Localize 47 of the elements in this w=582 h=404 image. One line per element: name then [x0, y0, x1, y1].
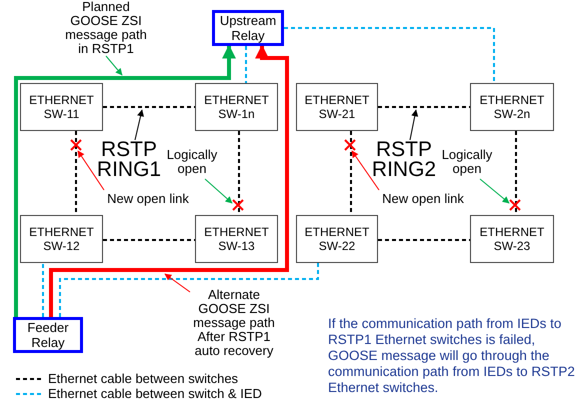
ring-label: RSTP RING2: [372, 140, 436, 180]
ethernet-switch-box: ETHERNET SW-22: [296, 215, 378, 263]
cable-line: [42, 263, 44, 317]
leader-arrow: [164, 274, 190, 292]
legend-text: Ethernet cable between switches: [48, 371, 238, 386]
callout-text: Planned GOOSE ZSI message path in RSTP1: [62, 0, 150, 56]
note-text: If the communication path from IEDs to RSTP1 Ethernet switches is failed, GOOSE message will go through the communication path from IEDs to RSTP2 Ethernet switches.: [328, 316, 576, 396]
leader-arrow: [204, 178, 233, 204]
cable-line: [245, 46, 247, 83]
cable-line: [238, 131, 240, 215]
cable-line: [103, 239, 195, 241]
ethernet-switch-box: ETHERNET SW-13: [195, 215, 278, 263]
ethernet-switch-box: ETHERNET SW-21: [296, 83, 378, 131]
cable-line: [103, 106, 195, 108]
open-link-x-mark: [344, 139, 356, 151]
ethernet-switch-box: ETHERNET SW-1n: [195, 83, 278, 131]
ethernet-switch-box: ETHERNET SW-2n: [470, 83, 554, 131]
leader-arrow: [410, 109, 418, 140]
callout-text: New open link: [375, 190, 471, 207]
callout-text: Logically open: [435, 145, 499, 179]
cable-line: [75, 131, 77, 215]
open-link-x-mark: [232, 199, 244, 211]
cable-line: [515, 131, 517, 215]
callout-text: Logically open: [160, 145, 224, 179]
cable-line: [284, 27, 495, 83]
cable-line: [378, 106, 470, 108]
leader-arrow: [480, 178, 510, 204]
ring-label: RSTP RING1: [98, 140, 160, 180]
ethernet-switch-box: ETHERNET SW-23: [470, 215, 554, 263]
open-link-x-mark: [509, 199, 521, 211]
leader-arrow: [352, 150, 380, 190]
cable-line: [350, 131, 352, 215]
cable-line: [59, 263, 319, 317]
cable-line: [378, 239, 470, 241]
message-path-arrow: [49, 44, 289, 317]
leader-arrow: [78, 150, 104, 190]
leader-arrow: [106, 56, 122, 76]
relay-box: Upstream Relay: [212, 10, 284, 46]
relay-box: Feeder Relay: [13, 317, 83, 353]
message-path-arrow: [14, 44, 236, 317]
callout-text: New open link: [100, 190, 196, 207]
ethernet-switch-box: ETHERNET SW-12: [20, 215, 103, 263]
open-link-x-mark: [70, 139, 82, 151]
legend-text: Ethernet cable between switch & IED: [48, 386, 262, 401]
leader-arrow: [134, 109, 144, 140]
ethernet-switch-box: ETHERNET SW-11: [20, 83, 103, 131]
callout-text: Alternate GOOSE ZSI message path After RSTP1 auto recovery: [190, 284, 278, 362]
